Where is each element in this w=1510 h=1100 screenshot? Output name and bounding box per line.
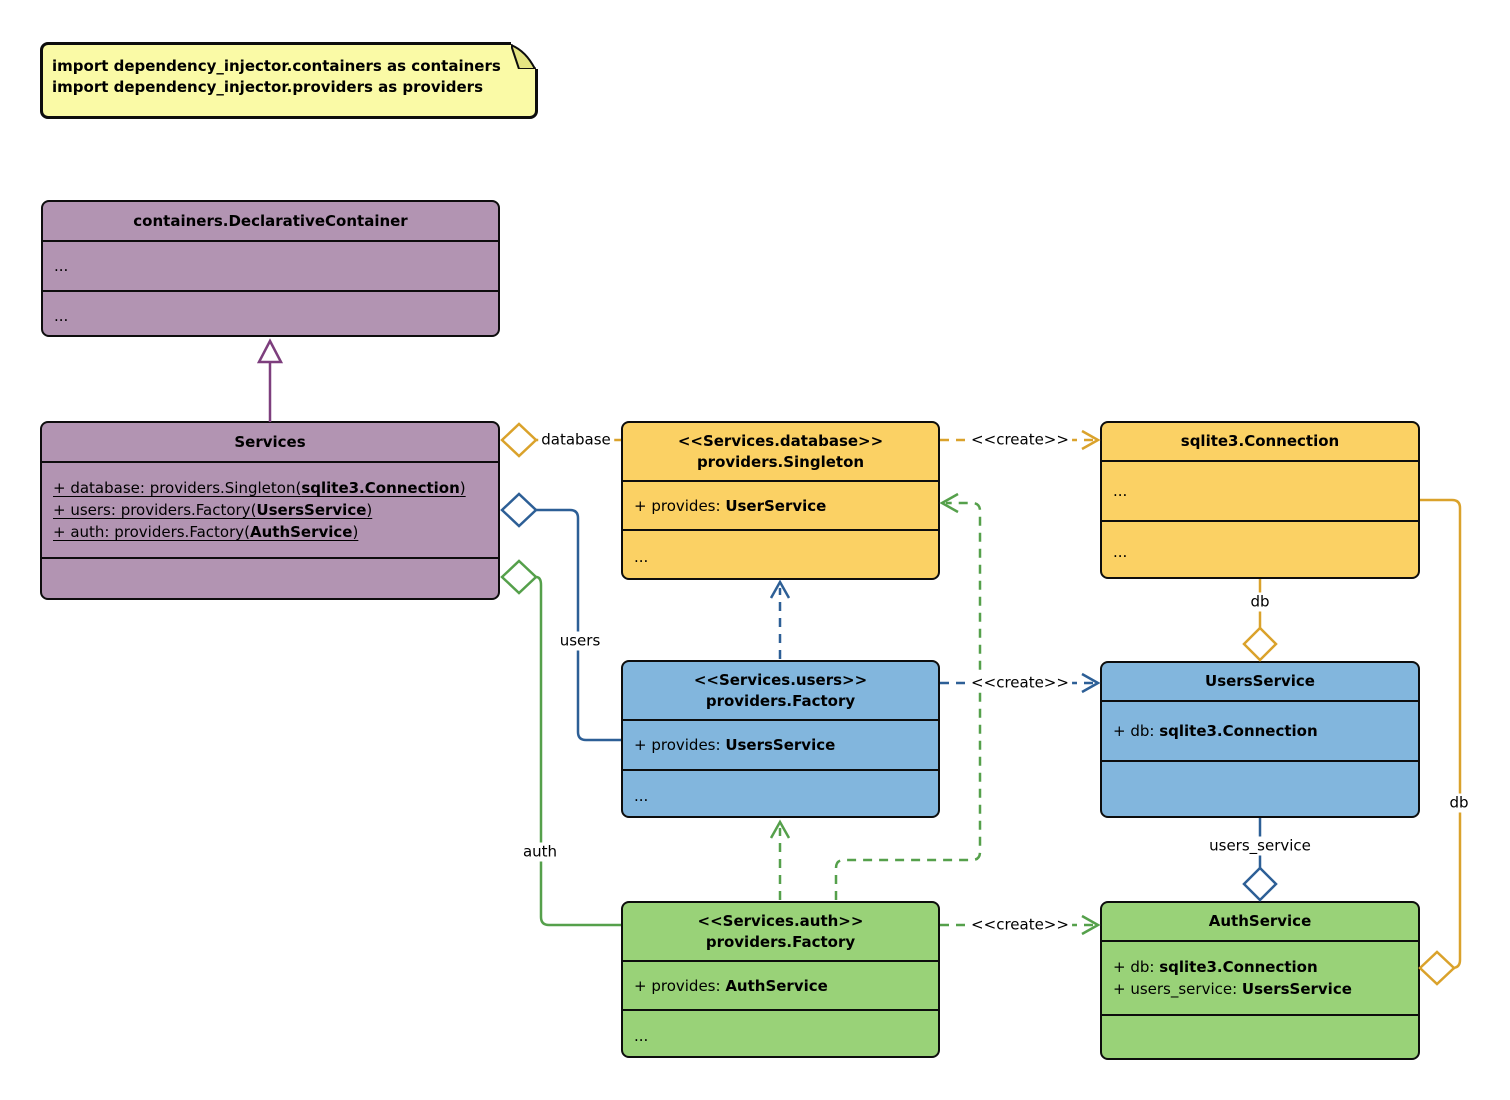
note-fold-icon [509, 42, 538, 71]
aggregation-edge-usersservice-authservice [1242, 818, 1278, 902]
attribute-provides: + provides: AuthService [634, 976, 828, 995]
edge-label-db-right: db [1446, 793, 1472, 813]
aggregation-diamond-database [500, 422, 538, 458]
class-section-dots: ... [623, 529, 938, 582]
dependency-authfactory-to-usersfactory [769, 819, 791, 900]
class-users-factory: <<Services.users>> providers.Factory + p… [621, 660, 940, 818]
class-title: <<Services.database>> providers.Singleto… [623, 423, 938, 480]
class-title-text: providers.Factory [705, 932, 856, 951]
class-attributes: + provides: UserService [623, 480, 938, 529]
imports-note: import dependency_injector.containers as… [40, 42, 538, 119]
class-title: AuthService [1208, 912, 1312, 930]
attribute-database: + database: providers.Singleton(sqlite3.… [53, 479, 466, 497]
edge-label-users: users [556, 631, 604, 651]
aggregation-edge-db-usersservice [1242, 579, 1278, 662]
class-title-text: providers.Singleton [696, 452, 865, 471]
note-import-line-2: import dependency_injector.providers as … [52, 78, 484, 96]
aggregation-edge-auth [500, 559, 621, 927]
class-stereotype: <<Services.users>> [693, 670, 868, 689]
attribute-auth: + auth: providers.Factory(AuthService) [53, 523, 359, 541]
aggregation-diamond-users-service [1242, 866, 1278, 902]
dependency-usersfactory-to-singleton [769, 579, 791, 659]
class-declarative-container: containers.DeclarativeContainer ... ... [41, 200, 500, 337]
class-title-text: providers.Factory [705, 691, 856, 710]
class-section-dots: ... [623, 1009, 938, 1060]
class-title: <<Services.auth>> providers.Factory [623, 903, 938, 960]
attribute-provides: + provides: UsersService [634, 736, 836, 754]
class-stereotype: <<Services.database>> [677, 431, 884, 450]
class-users-service: UsersService + db: sqlite3.Connection [1100, 661, 1420, 818]
aggregation-edge-users [500, 492, 621, 742]
aggregation-diamond-auth [500, 559, 538, 595]
class-section-empty [1102, 1014, 1418, 1062]
class-section-empty [42, 557, 498, 602]
class-sqlite-connection: sqlite3.Connection ... ... [1100, 421, 1420, 579]
class-section-dots: ... [43, 240, 498, 290]
class-section-dots: ... [43, 290, 498, 339]
dependency-arrowhead [939, 492, 959, 514]
attribute-users-service: + users_service: UsersService [1113, 980, 1352, 998]
note-import-line-1: import dependency_injector.containers as… [52, 57, 501, 75]
edge-label-users-service: users_service [1206, 836, 1314, 856]
class-database-singleton: <<Services.database>> providers.Singleto… [621, 421, 940, 580]
class-attributes: + database: providers.Singleton(sqlite3.… [42, 461, 498, 557]
aggregation-edge-db-authservice [1418, 498, 1462, 986]
class-attributes: + provides: AuthService [623, 960, 938, 1009]
create-arrowhead [1081, 672, 1101, 694]
class-attributes: + db: sqlite3.Connection [1102, 700, 1418, 760]
class-services: Services + database: providers.Singleton… [40, 421, 500, 600]
class-title: Services [234, 432, 306, 451]
edge-label-db: db [1247, 592, 1273, 612]
create-arrowhead [1081, 429, 1101, 451]
edge-label-create-auth: <<create>> [968, 915, 1072, 935]
edge-label-create-users: <<create>> [968, 673, 1072, 693]
class-section-dots: ... [1102, 520, 1418, 581]
inheritance-arrow [256, 338, 284, 422]
class-title: <<Services.users>> providers.Factory [623, 662, 938, 719]
aggregation-diamond-users [500, 492, 538, 528]
class-attributes: + provides: UsersService [623, 719, 938, 769]
attribute-provides: + provides: UserService [634, 496, 827, 515]
class-section-dots: ... [623, 769, 938, 820]
class-auth-service: AuthService + db: sqlite3.Connection + u… [1100, 901, 1420, 1060]
edge-label-create-database: <<create>> [968, 430, 1072, 450]
class-stereotype: <<Services.auth>> [697, 911, 864, 930]
dependency-arrowhead [769, 579, 791, 599]
class-auth-factory: <<Services.auth>> providers.Factory + pr… [621, 901, 940, 1058]
class-section-empty [1102, 760, 1418, 820]
class-title: containers.DeclarativeContainer [133, 211, 408, 230]
class-title: UsersService [1205, 672, 1315, 690]
dependency-arrowhead [769, 819, 791, 839]
class-title: sqlite3.Connection [1180, 432, 1340, 450]
attribute-users: + users: providers.Factory(UsersService) [53, 501, 373, 519]
attribute-db: + db: sqlite3.Connection [1113, 958, 1318, 976]
aggregation-diamond-db [1242, 626, 1278, 662]
aggregation-diamond-db-right [1418, 950, 1456, 986]
edge-label-auth: auth [519, 842, 561, 862]
create-arrowhead [1081, 914, 1101, 936]
edge-label-database: database [538, 430, 614, 450]
class-section-dots: ... [1102, 460, 1418, 520]
attribute-db: + db: sqlite3.Connection [1113, 722, 1318, 740]
class-attributes: + db: sqlite3.Connection + users_service… [1102, 940, 1418, 1014]
